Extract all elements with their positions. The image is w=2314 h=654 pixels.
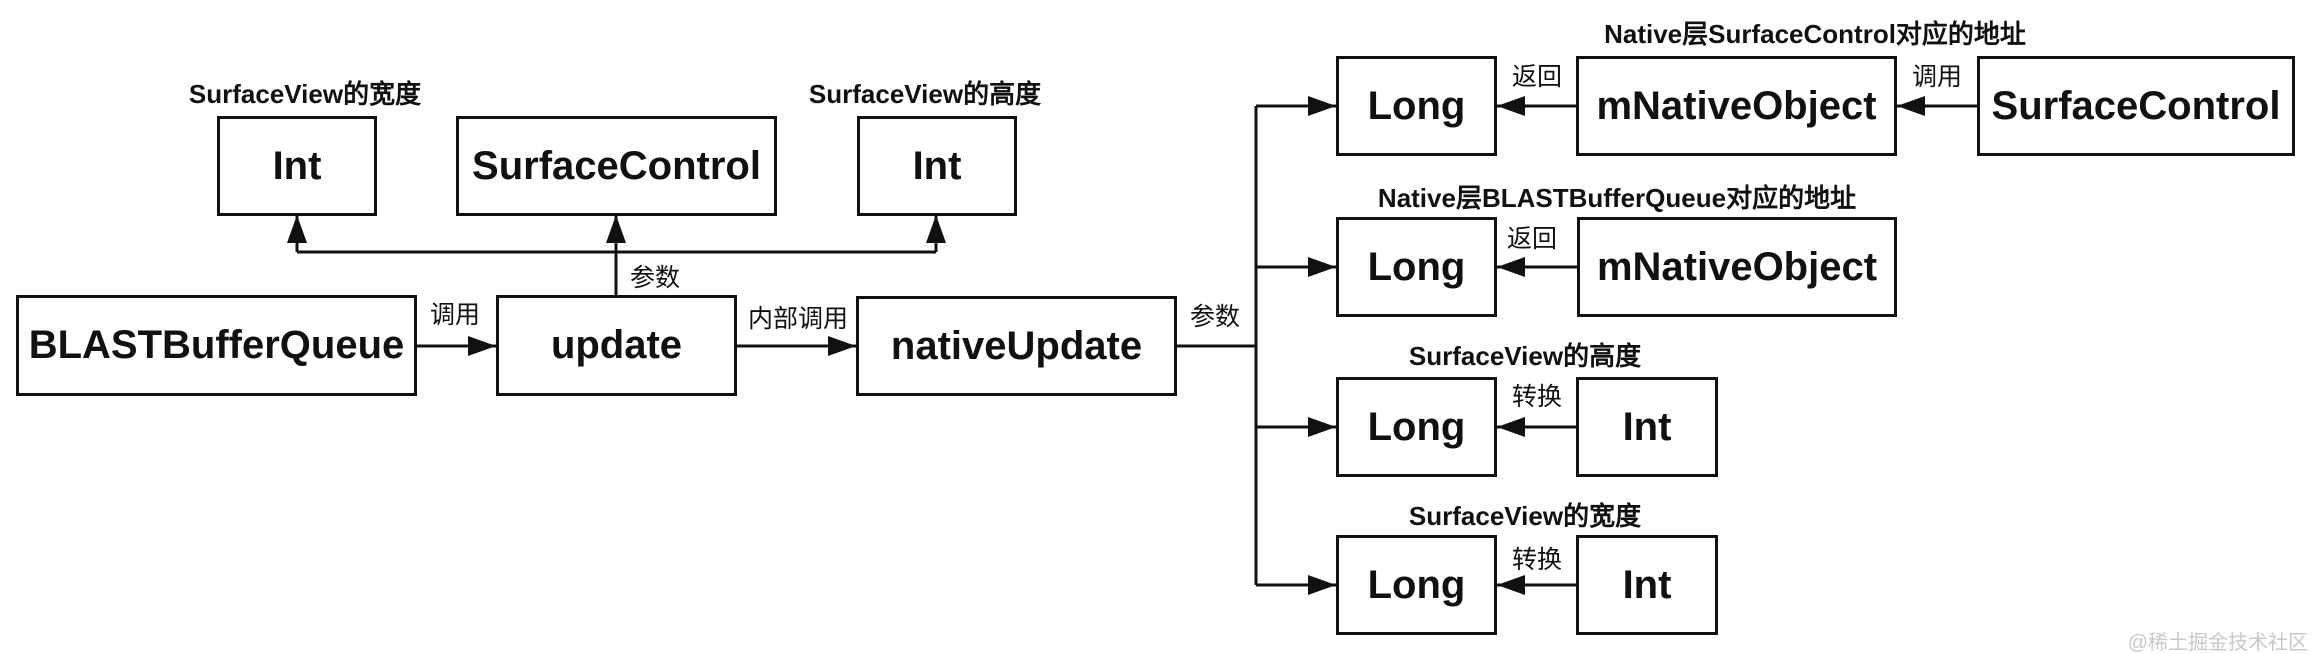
node-nativeupdate: nativeUpdate: [856, 296, 1177, 396]
node-long-bbq: Long: [1336, 217, 1497, 317]
caption-surfaceview-height-right: SurfaceView的高度: [1408, 341, 1642, 371]
caption-native-surfacecontrol-addr: Native层SurfaceControl对应的地址: [1604, 19, 2026, 49]
node-update: update: [496, 295, 737, 396]
watermark-text: @稀土掘金技术社区: [2127, 632, 2308, 654]
label-param-up: 参数: [630, 264, 681, 292]
label-call-blast-update: 调用: [430, 301, 481, 329]
node-int-width: Int: [217, 116, 377, 216]
node-int-width-src: Int: [1576, 535, 1718, 635]
node-mnativeobject-sc: mNativeObject: [1576, 56, 1897, 156]
node-long-width: Long: [1336, 535, 1497, 635]
caption-surfaceview-height-top: SurfaceView的高度: [808, 79, 1042, 109]
label-internal-call: 内部调用: [748, 305, 849, 333]
node-surfacecontrol-param: SurfaceControl: [456, 116, 777, 216]
label-return-bbq: 返回: [1507, 225, 1558, 253]
node-surfacecontrol-src: SurfaceControl: [1977, 56, 2295, 156]
node-int-height-src: Int: [1576, 377, 1718, 477]
label-call-sc: 调用: [1912, 63, 1963, 91]
label-convert-width: 转换: [1512, 546, 1563, 574]
node-mnativeobject-bbq: mNativeObject: [1577, 217, 1897, 317]
node-long-height: Long: [1336, 377, 1497, 477]
caption-native-bbq-addr: Native层BLASTBufferQueue对应的地址: [1377, 183, 1857, 213]
label-return-sc: 返回: [1512, 63, 1563, 91]
node-long-sc: Long: [1336, 56, 1497, 156]
caption-surfaceview-width-top: SurfaceView的宽度: [188, 79, 422, 109]
caption-surfaceview-width-right: SurfaceView的宽度: [1408, 501, 1642, 531]
node-int-height: Int: [857, 116, 1017, 216]
label-convert-height: 转换: [1512, 383, 1563, 411]
node-blastbufferqueue: BLASTBufferQueue: [16, 295, 417, 396]
label-param-right: 参数: [1190, 303, 1241, 331]
